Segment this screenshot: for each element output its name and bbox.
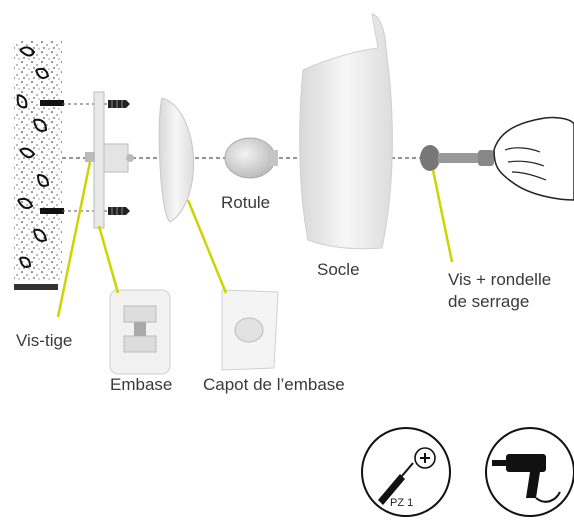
label-socle: Socle <box>317 260 360 279</box>
phillips-screwdriver-icon: PZ 1 <box>361 427 451 517</box>
wall <box>14 40 64 280</box>
leader-lines <box>56 161 454 318</box>
capot-front-view <box>221 289 279 371</box>
capot-side-view <box>158 97 195 223</box>
label-vis-rondelle-line1: Vis + rondelle <box>448 270 551 289</box>
label-rotule: Rotule <box>221 193 270 212</box>
screw-top <box>108 100 130 108</box>
wall-plug-top <box>40 100 64 106</box>
hand-with-screwdriver <box>478 116 574 201</box>
wall-plug-bottom <box>40 208 64 214</box>
power-drill-icon <box>485 427 574 517</box>
embase-front-view <box>109 289 171 375</box>
label-vis-tige: Vis-tige <box>16 331 72 350</box>
vis-tige-part <box>14 284 58 290</box>
vis-rondelle-part <box>420 145 482 171</box>
label-embase: Embase <box>110 375 172 394</box>
screwdriver-size-label: PZ 1 <box>390 497 413 509</box>
screw-bottom <box>108 207 130 215</box>
label-vis-rondelle-line2: de serrage <box>448 292 529 311</box>
socle-part <box>299 13 393 250</box>
label-capot: Capot de l’embase <box>203 375 345 394</box>
rotule-part <box>224 137 278 179</box>
